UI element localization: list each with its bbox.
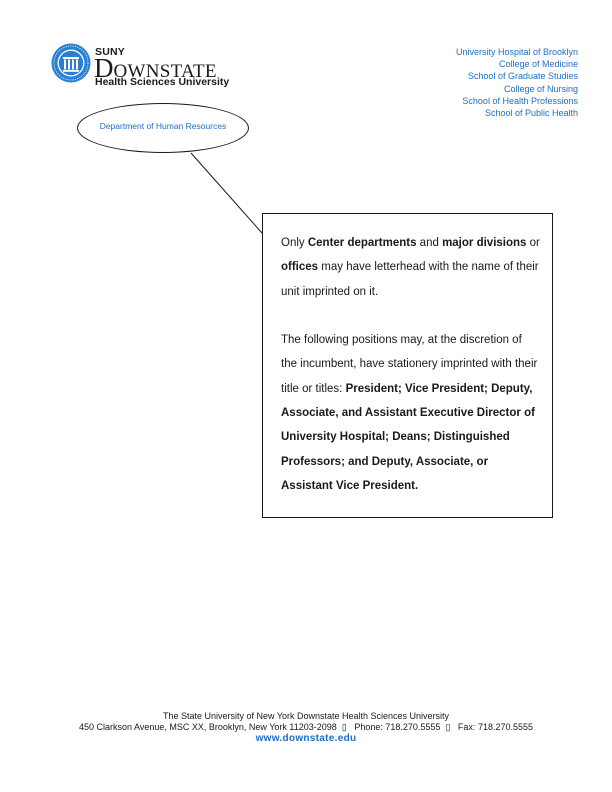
notice-text: Only — [281, 237, 308, 249]
department-oval: Department of Human Resources — [77, 103, 249, 153]
notice-text: The following positions may, at the disc… — [281, 334, 538, 395]
university-name: Health Sciences University — [95, 76, 230, 88]
downstate-wordmark: DOWNSTATE — [94, 53, 217, 84]
separator-icon: ▯ — [442, 722, 456, 732]
letterhead-footer: The State University of New York Downsta… — [0, 711, 612, 744]
notice-text: may have letterhead with the name of the… — [281, 261, 539, 298]
notice-paragraph-letterhead: Only Center departments and major divisi… — [281, 231, 540, 304]
unit-item: College of Nursing — [503, 83, 578, 94]
unit-item: School of Health Professions — [462, 95, 578, 106]
fax-number: 718.270.5555 — [477, 722, 534, 732]
footer-contact: 450 Clarkson Avenue, MSC XX, Brooklyn, N… — [0, 722, 612, 733]
downstate-rest: OWNSTATE — [113, 61, 217, 82]
notice-emphasis: Center departments — [307, 237, 417, 249]
unit-item: College of Medicine — [498, 59, 578, 70]
footer-address: 450 Clarkson Avenue, MSC XX, Brooklyn, N… — [78, 722, 337, 732]
downstate-initial: D — [94, 53, 114, 83]
footer-institution: The State University of New York Downsta… — [162, 711, 450, 721]
phone-number: 718.270.5555 — [385, 722, 441, 732]
unit-item: School of Graduate Studies — [467, 71, 578, 82]
notice-text: and — [416, 237, 443, 249]
phone-label: Phone: — [354, 722, 383, 732]
notice-title-list: President; Vice President; Deputy, Assoc… — [281, 382, 535, 492]
unit-list: University Hospital of Brooklyn College … — [456, 46, 578, 119]
notice-emphasis: offices — [281, 261, 319, 274]
website-link[interactable]: www.downstate.edu — [255, 733, 357, 744]
notice-paragraph-titles: The following positions may, at the disc… — [281, 328, 540, 498]
notice-text: or — [526, 237, 540, 249]
downstate-logo: SUNY DOWNSTATE Health Sciences Universit… — [51, 43, 231, 91]
notice-box: Only Center departments and major divisi… — [262, 213, 553, 518]
unit-item: University Hospital of Brooklyn — [455, 47, 578, 57]
department-label: Department of Human Resources — [99, 121, 227, 131]
unit-item: School of Public Health — [484, 108, 578, 119]
separator-icon: ▯ — [339, 722, 352, 732]
suny-wordmark: SUNY — [95, 46, 125, 58]
fax-label: Fax: — [457, 722, 476, 732]
university-seal-icon — [51, 43, 91, 83]
notice-emphasis: major divisions — [442, 237, 527, 249]
